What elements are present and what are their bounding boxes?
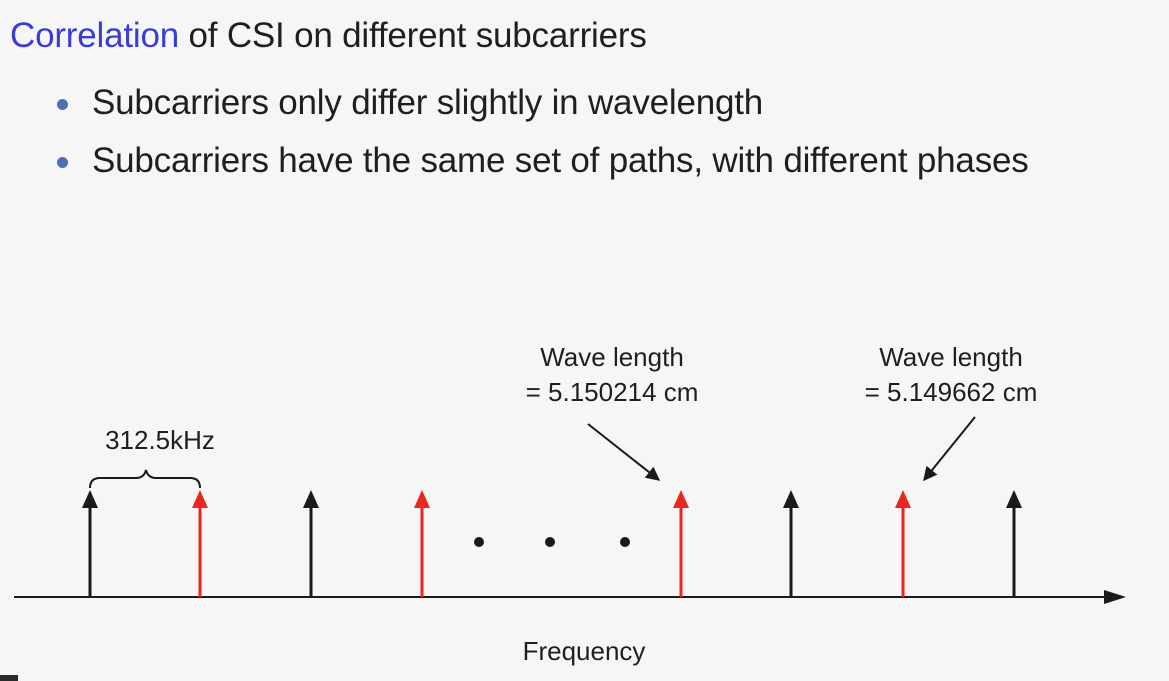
bullet-dot-icon xyxy=(57,157,68,168)
subcarrier-arrow-black xyxy=(303,490,319,597)
subcarrier-arrowhead xyxy=(192,490,208,508)
title-accent-word: Correlation xyxy=(10,16,179,55)
wavelength-label-1-line2: = 5.150214 cm xyxy=(526,377,699,407)
subcarrier-arrowhead xyxy=(783,490,799,508)
wavelength-pointer-2 xyxy=(923,416,976,482)
slide-title: Correlation of CSI on different subcarri… xyxy=(10,14,647,58)
subcarrier-arrow-black xyxy=(82,490,98,597)
subcarrier-arrowhead xyxy=(82,490,98,508)
corner-mark xyxy=(0,675,18,681)
subcarrier-arrow-red xyxy=(895,490,911,597)
subcarrier-arrowhead xyxy=(673,490,689,508)
spacing-brace xyxy=(89,469,201,489)
subcarrier-arrow-red xyxy=(192,490,208,597)
ellipsis-dot xyxy=(620,537,630,547)
subcarrier-arrowhead xyxy=(303,490,319,508)
subcarrier-arrowhead xyxy=(414,490,430,508)
subcarrier-arrow-red xyxy=(673,490,689,597)
bullet-text: Subcarriers have the same set of paths, … xyxy=(92,141,1029,180)
subcarrier-arrow-red xyxy=(414,490,430,597)
wavelength-label-2-line2: = 5.149662 cm xyxy=(865,377,1038,407)
subcarrier-arrow-black xyxy=(1006,490,1022,597)
bullet-text: Subcarriers only differ slightly in wave… xyxy=(92,83,764,122)
bullet-item: Subcarriers only differ slightly in wave… xyxy=(52,74,1029,132)
wavelength-pointer-1 xyxy=(587,423,661,481)
ellipsis-dot xyxy=(474,537,484,547)
title-rest: of CSI on different subcarriers xyxy=(179,16,647,55)
ellipsis-dot xyxy=(545,537,555,547)
frequency-axis-label: Frequency xyxy=(523,636,646,666)
frequency-axis-arrowhead xyxy=(1104,590,1126,604)
wavelength-label-1-line1: Wave length xyxy=(540,342,684,372)
bullet-item: Subcarriers have the same set of paths, … xyxy=(52,132,1029,190)
bullet-dot-icon xyxy=(57,99,68,110)
spacing-label: 312.5kHz xyxy=(105,425,215,455)
ellipsis-dots xyxy=(474,537,630,547)
subcarrier-arrowhead xyxy=(895,490,911,508)
wavelength-label-2-line1: Wave length xyxy=(879,342,1023,372)
subcarrier-arrowhead xyxy=(1006,490,1022,508)
subcarrier-arrows xyxy=(82,490,1022,597)
subcarrier-arrow-black xyxy=(783,490,799,597)
bullet-list: Subcarriers only differ slightly in wave… xyxy=(52,74,1029,190)
